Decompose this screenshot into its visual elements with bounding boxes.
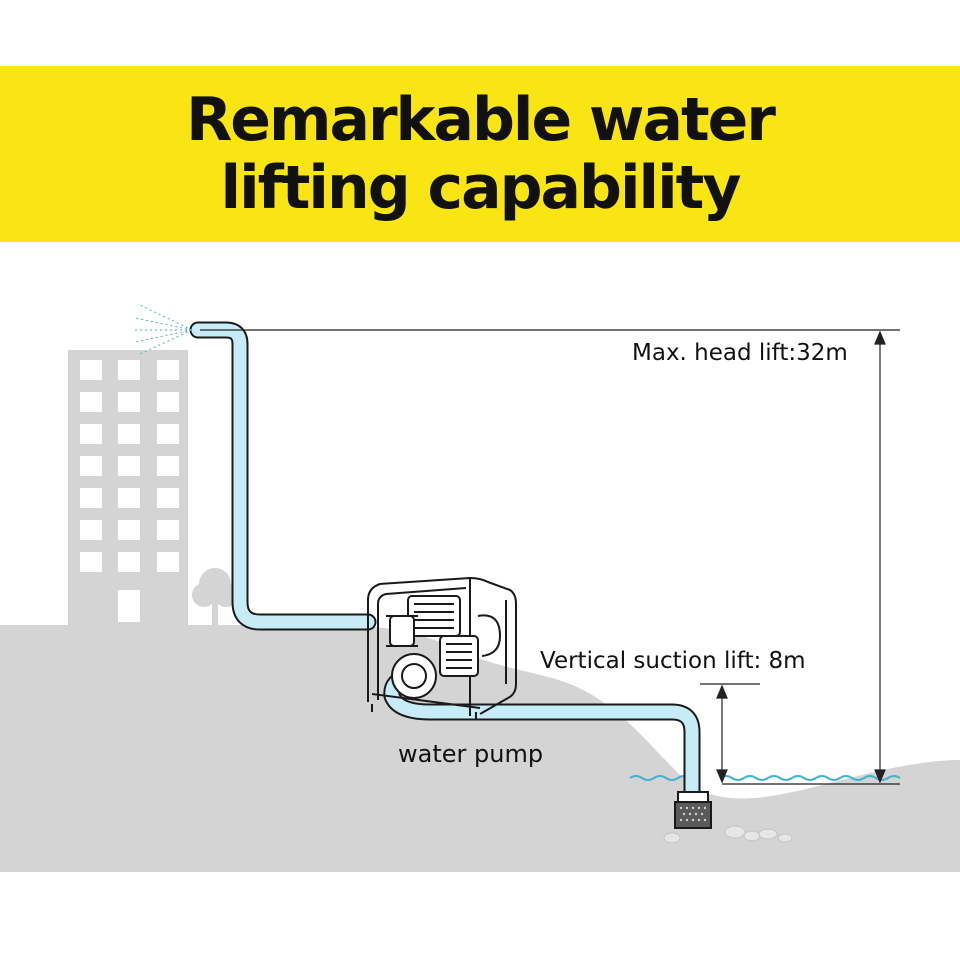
title-line-1: Remarkable water: [186, 85, 776, 155]
title-line-2: lifting capability: [220, 153, 742, 223]
strainer-icon: [674, 791, 712, 829]
title-banner: Remarkable water lifting capability: [0, 66, 960, 242]
water-surface: [629, 775, 901, 781]
water-pump-label: water pump: [398, 740, 544, 768]
tree-icon: [192, 568, 238, 630]
dimension-lines: [200, 329, 900, 785]
ground: [0, 625, 960, 872]
spray-nozzle-icon: [132, 304, 193, 355]
building-icon: [68, 350, 188, 640]
discharge-hose: [189, 321, 377, 631]
water-pump-icon: [367, 577, 517, 720]
max-head-lift-label: Max. head lift:32m: [632, 340, 848, 366]
vertical-suction-lift-label: Vertical suction lift: 8m: [540, 648, 806, 674]
rocks: [663, 825, 793, 844]
